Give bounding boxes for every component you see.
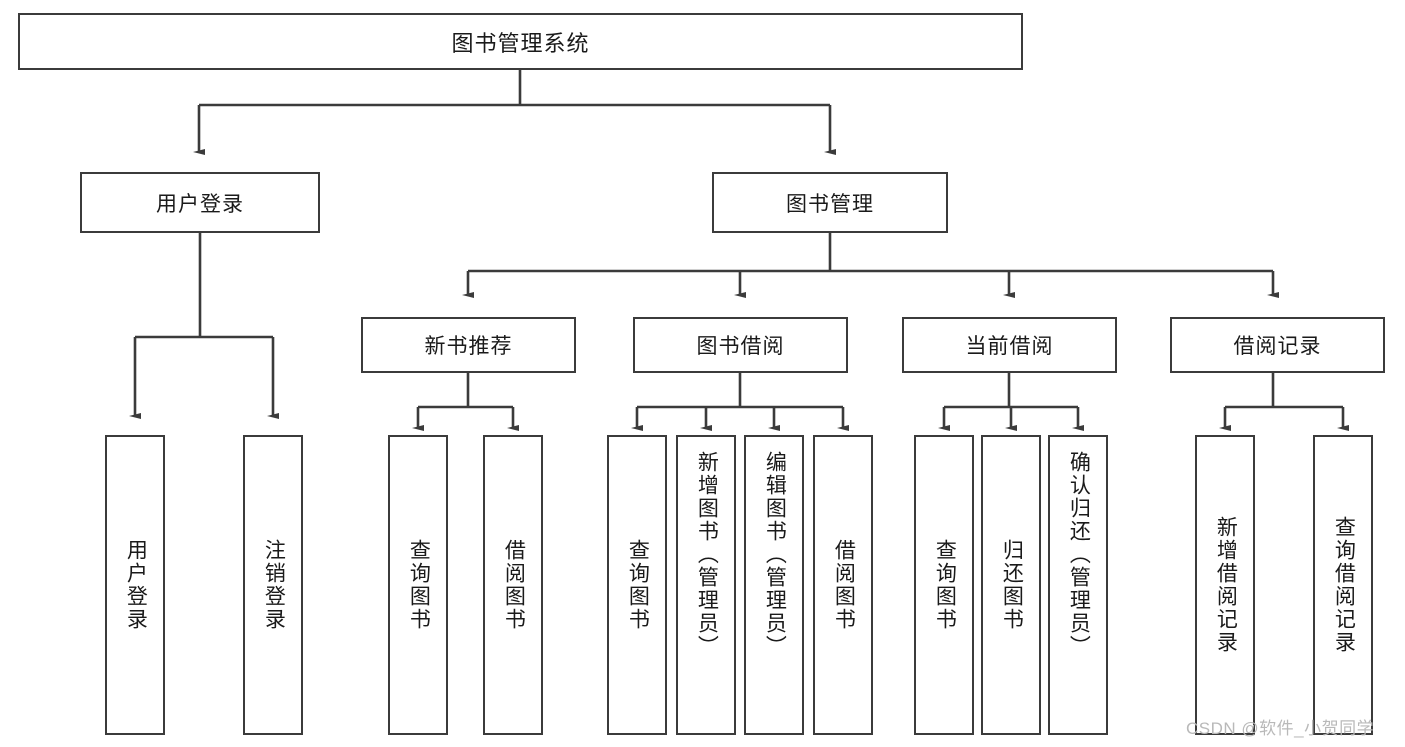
leaf-borrow-record-add[interactable]: 新增借阅记录	[1195, 435, 1255, 735]
leaf-label: 新增图书（管理员）	[695, 451, 719, 658]
leaf-book-borrow-edit[interactable]: 编辑图书（管理员）	[744, 435, 804, 735]
leaf-current-borrow-query[interactable]: 查询图书	[914, 435, 974, 735]
leaf-label: 注销登录	[262, 539, 286, 631]
leaf-label: 查询图书	[407, 539, 431, 631]
leaf-label: 查询图书	[933, 539, 957, 631]
leaf-user-login-signout[interactable]: 注销登录	[243, 435, 303, 735]
csdn-watermark: CSDN @软件_小贺同学	[1186, 719, 1375, 738]
node-new-book-recommend[interactable]: 新书推荐	[361, 317, 576, 373]
node-current-borrow[interactable]: 当前借阅	[902, 317, 1117, 373]
leaf-user-login-signin[interactable]: 用户登录	[105, 435, 165, 735]
leaf-borrow-record-query[interactable]: 查询借阅记录	[1313, 435, 1373, 735]
leaf-label: 借阅图书	[502, 539, 526, 631]
node-user-login[interactable]: 用户登录	[80, 172, 320, 233]
node-borrow-record[interactable]: 借阅记录	[1170, 317, 1385, 373]
leaf-label: 查询借阅记录	[1332, 516, 1356, 654]
leaf-label: 归还图书	[1000, 539, 1024, 631]
leaf-book-borrow-add[interactable]: 新增图书（管理员）	[676, 435, 736, 735]
node-book-management[interactable]: 图书管理	[712, 172, 948, 233]
leaf-label: 用户登录	[124, 539, 148, 631]
leaf-current-borrow-confirm[interactable]: 确认归还（管理员）	[1048, 435, 1108, 735]
node-root-system[interactable]: 图书管理系统	[18, 13, 1023, 70]
leaf-new-book-query[interactable]: 查询图书	[388, 435, 448, 735]
leaf-label: 新增借阅记录	[1214, 516, 1238, 654]
leaf-label: 确认归还（管理员）	[1067, 451, 1091, 658]
leaf-label: 借阅图书	[832, 539, 856, 631]
leaf-new-book-borrow[interactable]: 借阅图书	[483, 435, 543, 735]
leaf-book-borrow-query[interactable]: 查询图书	[607, 435, 667, 735]
leaf-book-borrow-borrow[interactable]: 借阅图书	[813, 435, 873, 735]
leaf-label: 查询图书	[626, 539, 650, 631]
leaf-label: 编辑图书（管理员）	[763, 451, 787, 658]
leaf-current-borrow-return[interactable]: 归还图书	[981, 435, 1041, 735]
node-book-borrow[interactable]: 图书借阅	[633, 317, 848, 373]
